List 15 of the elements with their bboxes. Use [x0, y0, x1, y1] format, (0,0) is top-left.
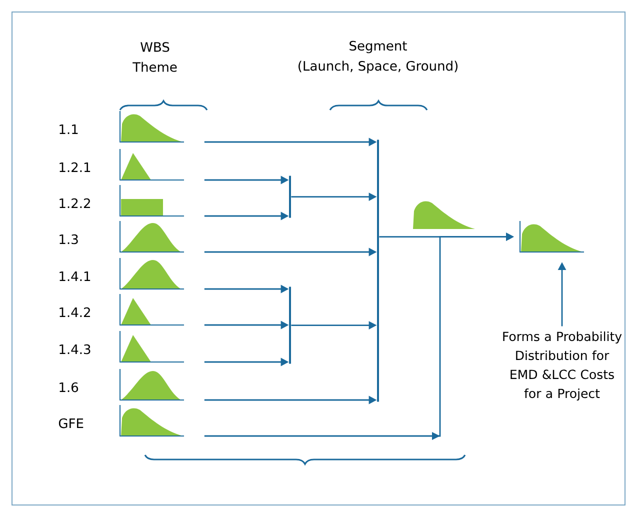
row-label: 1.1	[60, 124, 78, 134]
row-label: GFE	[58, 418, 84, 428]
row-label: 1.4.1	[60, 272, 90, 281]
row-label: 1.6	[60, 382, 78, 392]
distribution-curve	[413, 201, 475, 229]
heading: Segment	[350, 40, 407, 54]
note-text: Forms a Probability Distribution for EMD &LCC Costs for a Project	[503, 331, 622, 401]
row-label: 1.3	[60, 234, 78, 244]
row-label: 1.2.1	[60, 162, 90, 172]
row-label: 1.4.3	[60, 344, 90, 354]
row-label: 1.2.2	[60, 198, 90, 208]
heading: (Launch, Space, Ground)	[298, 60, 458, 74]
distribution-curve	[520, 220, 584, 252]
row-label: 1.4.2	[60, 307, 90, 317]
heading: WBS Theme	[132, 42, 177, 72]
